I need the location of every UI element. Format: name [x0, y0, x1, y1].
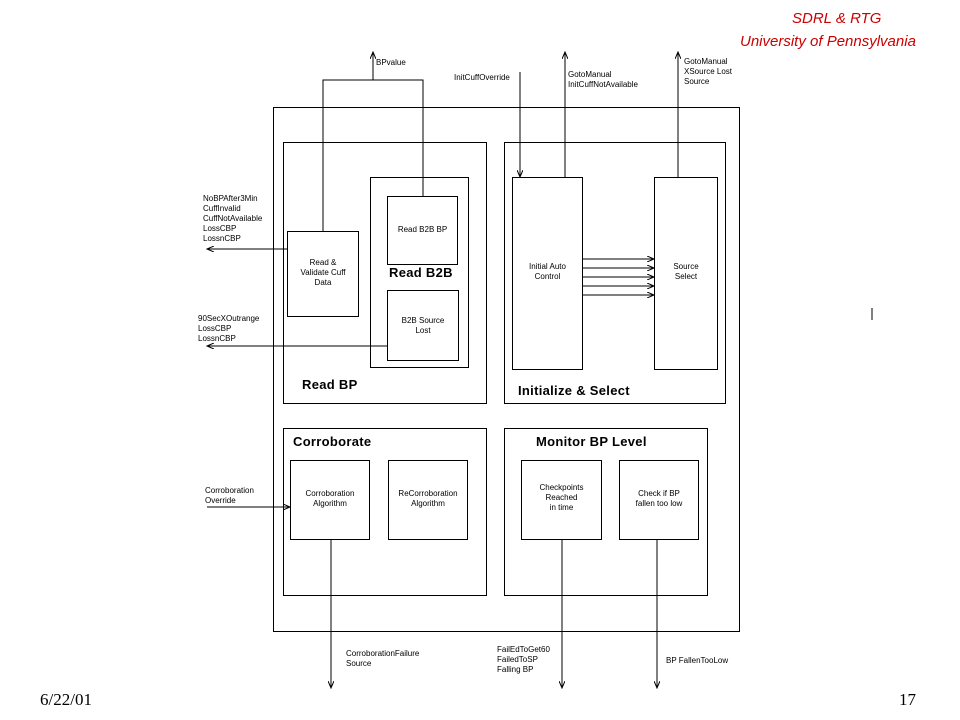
check-bp-label: Check if BP fallen too low: [635, 489, 683, 508]
corroboration-algorithm-label: Corroboration Algorithm: [305, 489, 355, 508]
b2b-source-lost-block: B2B Source Lost: [387, 290, 459, 361]
b2b-source-lost-label: B2B Source Lost: [401, 316, 445, 335]
initial-auto-control-label: Initial Auto Control: [529, 262, 566, 281]
initial-auto-control-block: Initial Auto Control: [512, 177, 583, 370]
header-line1: SDRL & RTG: [792, 10, 882, 27]
read-b2b-group: [370, 177, 469, 368]
checkpoints-label: Checkpoints Reached in time: [539, 483, 584, 512]
read-validate-block: Read & Validate Cuff Data: [287, 231, 359, 317]
read-b2b-bp-block: Read B2B BP: [387, 196, 458, 265]
recorroboration-algorithm-label: ReCorroboration Algorithm: [398, 489, 458, 508]
monitor-bp-group: [504, 428, 708, 596]
initialize-select-group: [504, 142, 726, 404]
goto-manual-xsource-signal: GotoManual XSource Lost Source: [684, 57, 733, 86]
checkpoints-block: Checkpoints Reached in time: [521, 460, 602, 540]
corroborate-group: [283, 428, 487, 596]
read-bp-label: Read BP: [302, 377, 358, 392]
read-b2b-label: Read B2B: [389, 265, 453, 280]
corroboration-override-signal: Corroboration Override: [205, 486, 254, 505]
read-validate-label: Read & Validate Cuff Data: [300, 258, 346, 287]
source-select-label: Source Select: [673, 262, 699, 281]
bpvalue-signal: BPvalue: [376, 58, 406, 67]
outrange-signal-list: 90SecXOutrange LossCBP LossnCBP: [198, 314, 260, 343]
recorroboration-algorithm-block: ReCorroboration Algorithm: [388, 460, 468, 540]
corroborate-label: Corroborate: [293, 434, 372, 449]
read-b2b-bp-label: Read B2B BP: [397, 225, 448, 234]
monitor-bp-label: Monitor BP Level: [536, 434, 647, 449]
corroboration-failure-signal: CorroborationFailure Source: [346, 649, 420, 668]
page-number: 17: [899, 690, 916, 709]
check-bp-block: Check if BP fallen too low: [619, 460, 699, 540]
bp-fallen-too-low-signal: BP FallenTooLow: [666, 656, 729, 665]
source-select-block: Source Select: [654, 177, 718, 370]
failed-signal-list: FailEdToGet60 FailedToSP Falling BP: [497, 645, 550, 674]
header-line2: University of Pennsylvania: [740, 33, 916, 50]
read-bp-group: [283, 142, 487, 404]
initialize-select-label: Initialize & Select: [518, 383, 630, 398]
outer-system-box: [273, 107, 740, 632]
goto-manual-init-signal: GotoManual InitCuffNotAvailable: [568, 70, 638, 89]
corroboration-algorithm-block: Corroboration Algorithm: [290, 460, 370, 540]
nobp-signal-list: NoBPAfter3Min CuffInvalid CuffNotAvailab…: [203, 194, 263, 243]
init-cuff-override-signal: InitCuffOverride: [454, 73, 510, 82]
footer-date: 6/22/01: [40, 690, 92, 709]
